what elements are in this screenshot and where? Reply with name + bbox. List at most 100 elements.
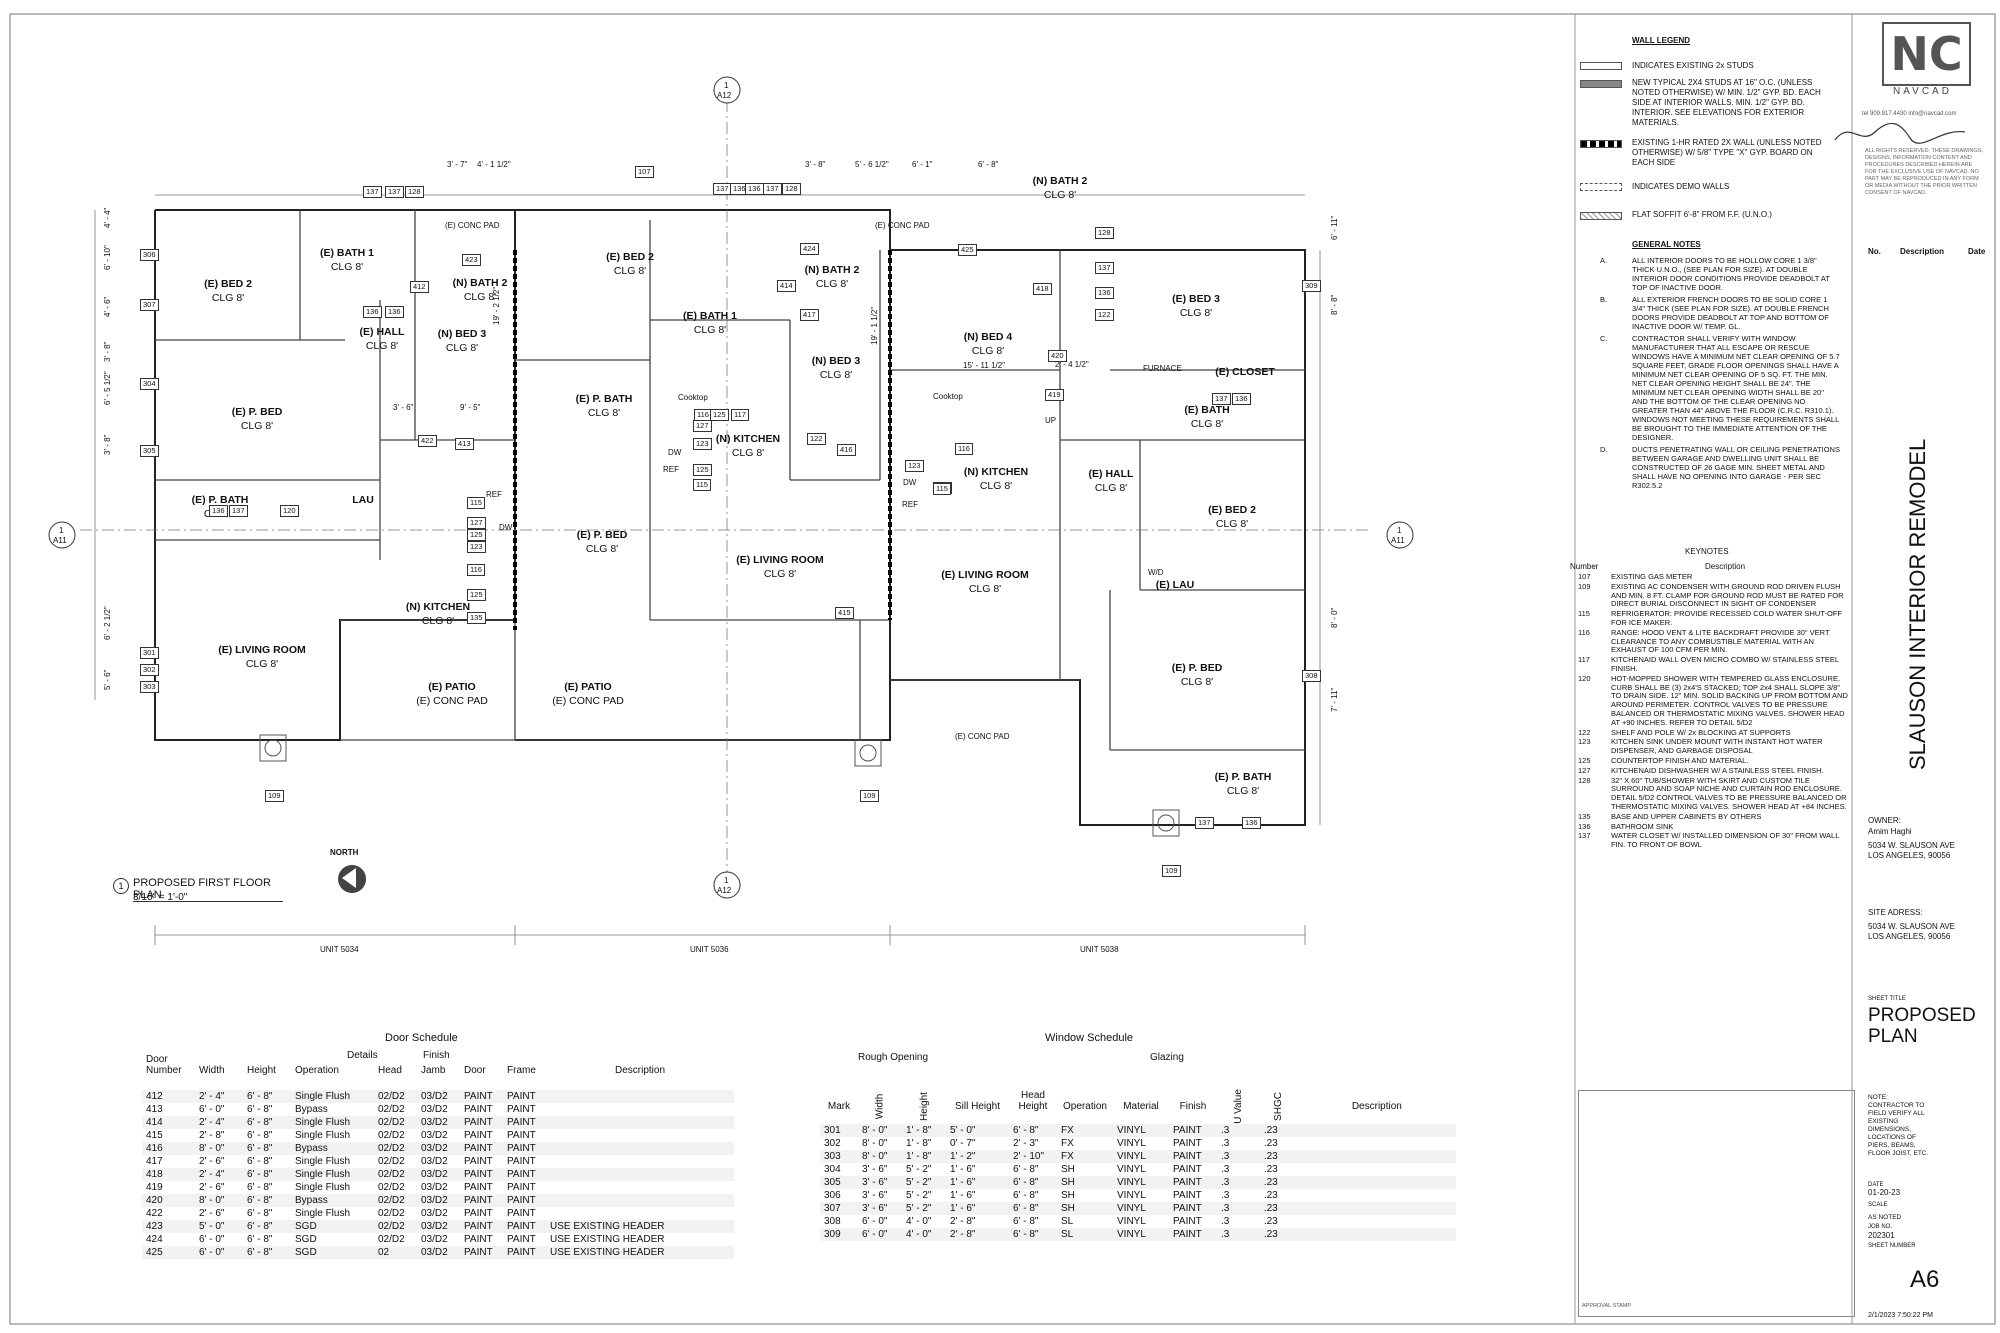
room-ceiling: CLG 8' — [1179, 307, 1213, 319]
door-schedule-cell: PAINT — [507, 1234, 536, 1245]
sheet-number-label: SHEET NUMBER — [1868, 1243, 1916, 1249]
window-schedule-cell: 301 — [820, 1124, 858, 1137]
room-label: LAU — [352, 493, 374, 507]
door-schedule-cell: PAINT — [460, 1246, 503, 1259]
door-schedule-cell: 6' - 8" — [243, 1142, 291, 1155]
window-schedule-cell: 1' - 6" — [950, 1164, 976, 1175]
general-notes-title: GENERAL NOTES — [1632, 240, 1701, 249]
plan-tag: 115 — [467, 497, 485, 509]
room-ceiling: CLG 8' — [1043, 189, 1077, 201]
door-schedule-cell — [546, 1116, 734, 1129]
plan-tag: 109 — [1162, 865, 1181, 877]
plan-tag: 115 — [693, 479, 711, 491]
door-schedule-cell: 6' - 8" — [243, 1090, 291, 1103]
dimension-label: 3' - 8" — [103, 341, 112, 362]
scale-value: AS NOTED — [1868, 1214, 1902, 1221]
room-ceiling: CLG 8' — [819, 369, 853, 381]
dimension-label: 4' - 4" — [103, 207, 112, 228]
window-schedule-cell: 2' - 8" — [946, 1228, 1009, 1241]
door-schedule-cell: PAINT — [460, 1220, 503, 1233]
legend-item: EXISTING 1-HR RATED 2X WALL (UNLESS NOTE… — [1632, 138, 1822, 167]
door-schedule-cell: 03/D2 — [417, 1116, 460, 1129]
dimension-label: 4' - 6" — [103, 296, 112, 317]
ref-label: REF — [663, 465, 679, 474]
window-schedule-cell: VINYL — [1117, 1190, 1146, 1201]
dimension-label: 3' - 8" — [103, 434, 112, 455]
door-schedule-title: Door Schedule — [385, 1032, 458, 1044]
plan-tag: 122 — [807, 433, 826, 445]
keynote-number: 136 — [1578, 821, 1591, 831]
keynote-number: 109 — [1578, 581, 1591, 591]
brand-name: NAVCAD — [1893, 86, 1952, 97]
window-schedule-cell: PAINT — [1169, 1150, 1217, 1163]
keynote-text: EXISTING AC CONDENSER WITH GROUND ROD DR… — [1611, 581, 1844, 609]
room-name: (E) PATIO — [428, 681, 476, 693]
window-schedule-cell: 309 — [820, 1228, 858, 1241]
door-schedule-cell: PAINT — [503, 1246, 546, 1259]
window-schedule-cell: .23 — [1259, 1150, 1298, 1163]
door-schedule-cell: 6' - 8" — [243, 1246, 291, 1259]
window-schedule-cell: 5' - 2" — [906, 1164, 932, 1175]
room-name: (E) HALL — [359, 326, 405, 338]
door-schedule-cell: SGD — [295, 1234, 317, 1245]
door-schedule-cell: 03/D2 — [417, 1090, 460, 1103]
door-schedule-cell — [546, 1103, 734, 1116]
door-schedule-cell: 2' - 4" — [195, 1168, 243, 1181]
job-number: 202301 — [1868, 1231, 1895, 1240]
door-schedule-cell: 02/D2 — [374, 1168, 417, 1181]
door-schedule-cell: 8' - 0" — [195, 1142, 243, 1155]
keynote-text: WATER CLOSET W/ INSTALLED DIMENSION OF 3… — [1611, 831, 1840, 850]
window-schedule-cell: 304 — [824, 1164, 841, 1175]
plan-tag: 306 — [140, 249, 159, 261]
door-schedule-cell: 419 — [146, 1182, 163, 1193]
room-ceiling: CLG 8' — [1180, 676, 1214, 688]
window-schedule-cell: .3 — [1221, 1164, 1230, 1175]
room-ceiling: CLG 8' — [1094, 482, 1128, 494]
window-schedule-cell: 303 — [820, 1150, 858, 1163]
dimension-label: 3' - 8" — [805, 160, 826, 169]
room-ceiling: CLG 8' — [211, 292, 245, 304]
print-timestamp: 2/1/2023 7:50:22 PM — [1868, 1312, 1933, 1319]
plan-tag: 116 — [955, 443, 973, 455]
window-header-label: Width — [874, 1093, 886, 1120]
window-schedule-cell: .23 — [1259, 1124, 1298, 1137]
plan-tag: 308 — [1302, 670, 1321, 682]
general-note-text: ALL INTERIOR DOORS TO BE HOLLOW CORE 1 3… — [1632, 256, 1830, 292]
window-schedule-cell: 306 — [824, 1190, 841, 1201]
door-schedule-cell: 6' - 0" — [195, 1246, 243, 1259]
window-schedule-cell: 8' - 0" — [858, 1124, 902, 1137]
window-schedule-cell: .3 — [1217, 1228, 1260, 1241]
door-schedule-cell: Single Flush — [291, 1168, 374, 1181]
owner-address-2: LOS ANGELES, 90056 — [1868, 851, 1951, 860]
keynote-text: KITCHENAID DISHWASHER W/ A STAINLESS STE… — [1611, 765, 1824, 775]
spacer-row — [142, 1076, 734, 1090]
room-name: (E) BED 2 — [1208, 504, 1256, 516]
room-name: (N) BED 3 — [811, 355, 861, 367]
furnace-label: FURNACE — [1143, 364, 1182, 373]
dimension-label: 15' - 11 1/2" — [963, 361, 1006, 370]
plan-tag: 413 — [455, 438, 474, 450]
general-notes: A.ALL INTERIOR DOORS TO BE HOLLOW CORE 1… — [1600, 256, 1840, 493]
door-schedule-cell: 03/D2 — [421, 1156, 448, 1167]
door-schedule-cell: 6' - 8" — [247, 1130, 273, 1141]
plan-tag: 116 — [467, 564, 485, 576]
window-schedule-cell: 305 — [820, 1176, 858, 1189]
door-schedule-cell: 02/D2 — [378, 1234, 405, 1245]
room-ceiling: CLG 8' — [240, 420, 274, 432]
door-schedule-cell: PAINT — [460, 1090, 503, 1103]
window-schedule-header: Head Height — [1009, 1072, 1057, 1112]
door-schedule-cell: PAINT — [464, 1182, 493, 1193]
window-schedule-cell: .23 — [1263, 1216, 1278, 1227]
window-schedule-group-glazing: Glazing — [1150, 1052, 1184, 1063]
plan-tag: 128 — [1095, 227, 1114, 239]
